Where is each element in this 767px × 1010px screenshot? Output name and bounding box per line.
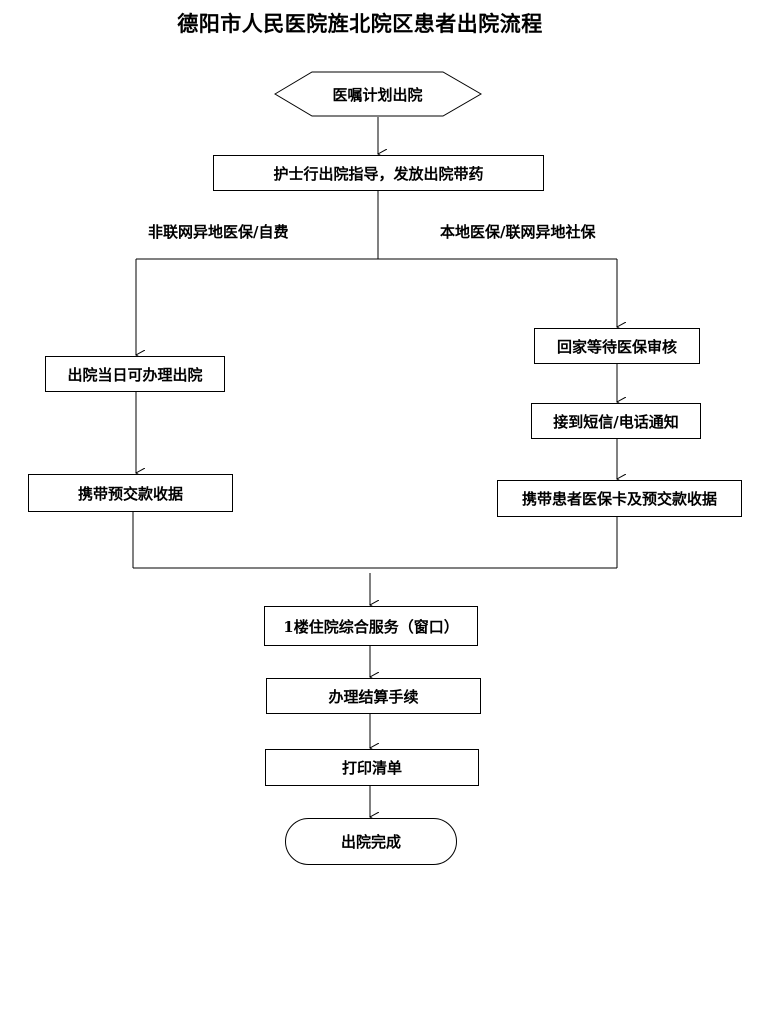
settlement-node: 办理结算手续 [266, 678, 481, 714]
right-step-bring-card-receipt: 携带患者医保卡及预交款收据 [497, 480, 742, 517]
start-node: 医嘱计划出院 [332, 85, 423, 104]
right-step-notification: 接到短信/电话通知 [531, 403, 701, 439]
page-title: 德阳市人民医院旌北院区患者出院流程 [177, 11, 543, 36]
print-list-node: 打印清单 [265, 749, 479, 786]
start-hexagon-shape [274, 71, 482, 117]
left-branch-label: 非联网异地医保/自费 [148, 223, 289, 241]
right-branch-label: 本地医保/联网异地社保 [440, 223, 596, 241]
guidance-node: 护士行出院指导，发放出院带药 [213, 155, 544, 191]
discharge-complete-node: 出院完成 [285, 818, 457, 865]
service-window-node: 1楼住院综合服务（窗口） [264, 606, 478, 646]
right-step-wait-review: 回家等待医保审核 [534, 328, 700, 364]
left-step-bring-receipt: 携带预交款收据 [28, 474, 233, 512]
left-step-discharge-same-day: 出院当日可办理出院 [45, 356, 225, 392]
